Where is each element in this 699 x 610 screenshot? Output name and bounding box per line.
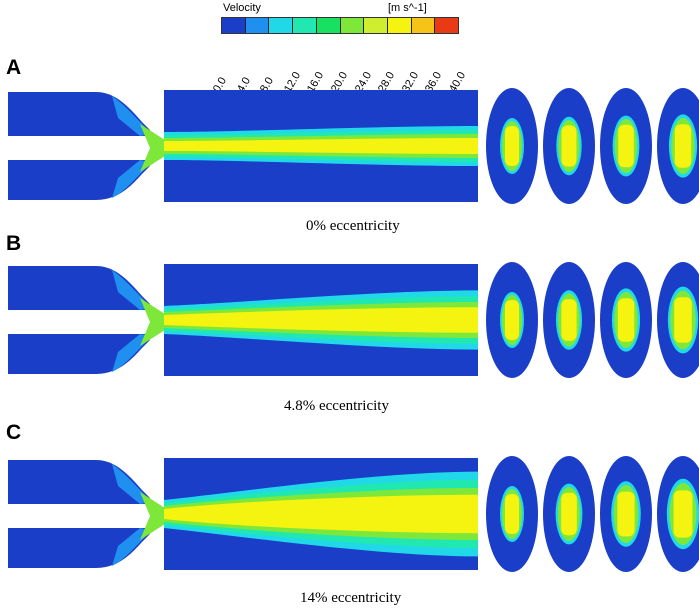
upper-nozzle-gradient	[112, 96, 150, 136]
jet-core-layer	[164, 307, 478, 333]
cross-section-core	[617, 298, 635, 342]
throat-jet	[140, 124, 165, 172]
panel-label-a: A	[6, 56, 22, 79]
legend-unit: [m s^-1]	[388, 2, 427, 14]
cross-section-core	[505, 494, 519, 534]
cross-section-core	[505, 300, 519, 340]
panel-a-caption: 0% eccentricity	[306, 218, 400, 234]
colorbar-swatch	[316, 18, 341, 33]
cross-section-core	[561, 492, 577, 536]
colorbar-swatch	[222, 18, 246, 33]
lower-nozzle-gradient	[112, 528, 150, 566]
panel-label-b: B	[6, 232, 22, 255]
velocity-colorbar	[221, 17, 459, 34]
legend-title: Velocity	[223, 2, 261, 14]
cross-section-core	[617, 491, 635, 537]
cross-section-core	[674, 297, 692, 343]
cross-section-core	[674, 124, 692, 168]
panel-label-c: C	[6, 421, 22, 444]
colorbar-swatch	[364, 18, 388, 33]
cross-section-core	[561, 125, 577, 167]
panel-b-caption: 4.8% eccentricity	[284, 398, 389, 414]
cross-section-core	[561, 299, 577, 341]
colorbar-swatch	[411, 18, 436, 33]
upper-nozzle-gradient	[112, 464, 150, 504]
throat-jet	[140, 492, 165, 540]
panel-a-flow-diagram	[8, 88, 699, 204]
colorbar-swatch	[245, 18, 270, 33]
colorbar-swatch	[387, 18, 412, 33]
colorbar-swatch	[340, 18, 365, 33]
cross-section-core	[618, 124, 634, 168]
cross-section-core	[505, 126, 519, 166]
panel-b-flow-diagram	[8, 262, 699, 378]
colorbar-swatch	[435, 18, 459, 33]
throat-jet	[140, 298, 165, 346]
jet-core-layer	[164, 138, 478, 154]
lower-nozzle-gradient	[112, 334, 150, 372]
upper-nozzle-gradient	[112, 270, 150, 310]
jet-core-layer	[164, 494, 478, 534]
panel-c-caption: 14% eccentricity	[300, 590, 402, 606]
colorbar-swatch	[293, 18, 317, 33]
lower-nozzle-gradient	[112, 160, 150, 198]
colorbar-swatch	[269, 18, 294, 33]
cross-section-core	[673, 490, 693, 538]
panel-c-flow-diagram	[8, 456, 699, 572]
